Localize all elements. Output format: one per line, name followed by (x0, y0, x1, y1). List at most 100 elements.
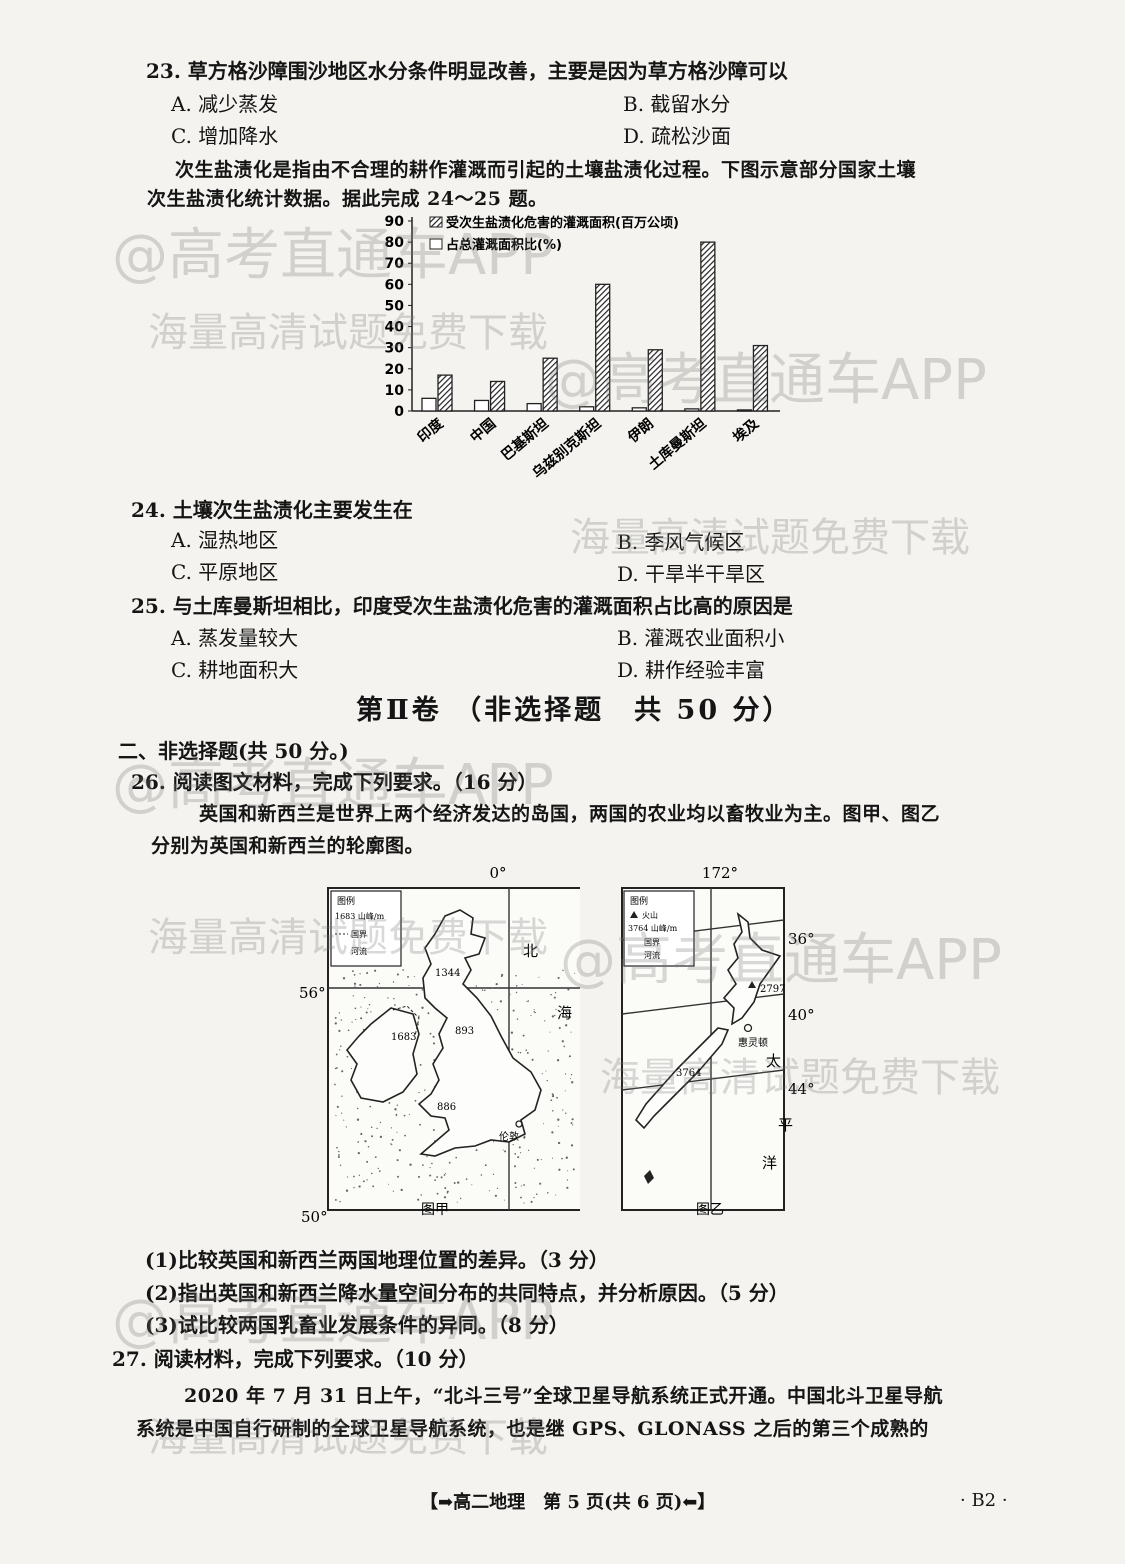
map-nz-legend-border: 国界 (644, 938, 660, 947)
chart-bar-area (647, 349, 663, 412)
map-uk: 0° 56° 50° 图例 1683 山峰/m 国界 河流 1344 1683 … (299, 864, 580, 1226)
q24-option-a: A. 湿热地区 (171, 528, 279, 552)
chart-bar-area (595, 283, 611, 412)
q23-stem: 23. 草方格沙障围沙地区水分条件明显改善，主要是因为草方格沙障可以 (146, 59, 788, 83)
q26-paragraph-line2: 分别为英国和新西兰的轮廓图。 (151, 835, 425, 857)
map-nz-volcano-symbol (748, 981, 756, 988)
map-uk-border-line (392, 1005, 420, 1037)
q26-paragraph-line1: 英国和新西兰是世界上两个经济发达的岛国，两国的农业均以畜牧业为主。图甲、图乙 (199, 803, 941, 825)
map-uk-north-sea-2: 海 (557, 1004, 572, 1022)
chart-bar-area (489, 380, 506, 412)
q23-option-a: A. 减少蒸发 (171, 92, 279, 116)
map-uk-legend-peak: 1683 山峰/m (335, 911, 385, 921)
map-uk-peak-1683: 1683 (391, 1032, 416, 1043)
map-nz-legend-peak: 3764 山峰/m (628, 923, 678, 933)
q27-paragraph-line1: 2020 年 7 月 31 日上午，“北斗三号”全球卫星导航系统正式开通。中国北… (184, 1385, 943, 1407)
q25-stem: 25. 与土库曼斯坦相比，印度受次生盐渍化危害的灌溉面积占比高的原因是 (131, 594, 793, 618)
map-nz-longitude: 172° (702, 864, 738, 882)
chart-legend-label-area: 受次生盐渍化危害的灌溉面积(百万公顷) (446, 215, 679, 231)
chart-bar-area (542, 357, 558, 412)
map-nz-lat-36: 36° (788, 930, 815, 948)
chart-bar-share (684, 408, 700, 412)
map-nz-parallel-44 (621, 1069, 785, 1091)
map-uk-north-sea-1: 北 (523, 942, 538, 960)
map-nz-pacific-2: 平 (778, 1116, 793, 1134)
chart-y-tick-label: 70 (385, 256, 405, 272)
map-nz-wellington-symbol (743, 1023, 753, 1033)
map-nz-lat-44: 44° (788, 1080, 815, 1098)
map-nz-south-island (634, 1027, 730, 1130)
chart-y-tick-label: 20 (385, 362, 405, 378)
chart-bar-share (526, 402, 542, 412)
map-uk-peak-893: 893 (455, 1026, 474, 1037)
q24-option-c: C. 平原地区 (171, 560, 279, 584)
map-nz-lat-40: 40° (788, 1006, 815, 1024)
map-uk-longitude: 0° (489, 864, 506, 882)
chart-bar-area (700, 241, 716, 412)
section-2-heading: 二、非选择题(共 50 分。) (118, 739, 349, 763)
map-nz-legend-volcano: 火山 (642, 910, 658, 920)
chart-bar-share (473, 399, 490, 412)
chart-bar-share (736, 409, 753, 412)
page-footer: 【➡高二地理 第 5 页(共 6 页)⬅】 (420, 1492, 716, 1513)
chart-y-tick-label: 10 (385, 383, 405, 399)
map-uk-london-label: 伦敦 (499, 1130, 519, 1143)
q24-option-b: B. 季风气候区 (617, 530, 745, 554)
map-nz-caption: 图乙 (696, 1202, 724, 1218)
q23-option-c: C. 增加降水 (171, 124, 279, 148)
chart-legend-swatch-share (429, 238, 443, 250)
map-nz-north-island (722, 911, 782, 1026)
chart-category-label: 印度 (414, 414, 447, 446)
q26-sub2: (2)指出英国和新西兰降水量空间分布的共同特点，并分析原因。（5 分） (145, 1281, 789, 1305)
map-nz-stewart-island (644, 1170, 654, 1184)
map-nz-legend-title: 图例 (630, 895, 648, 907)
chart-y-tick-label: 80 (385, 235, 405, 251)
chart-y-tick-label: 30 (385, 341, 405, 357)
chart-bar-area (752, 344, 769, 412)
q25-option-c: C. 耕地面积大 (171, 658, 299, 682)
map-uk-caption: 图甲 (421, 1202, 449, 1218)
map-uk-peak-886: 886 (437, 1102, 456, 1113)
page-code: · B2 · (960, 1490, 1008, 1511)
map-nz: 172° 36° 40° 44° 图例 火山 3764 山峰/m 国界 河流 2… (621, 864, 815, 1218)
q26-sub3: (3)试比较两国乳畜业发展条件的异同。（8 分） (145, 1313, 569, 1337)
chart-bar-share (421, 397, 437, 412)
chart-y-tick-label: 0 (394, 404, 404, 420)
map-uk-london-symbol (515, 1120, 523, 1128)
chart-bar-area (437, 374, 453, 412)
chart-category-label: 中国 (467, 415, 499, 446)
map-uk-legend-border: 国界 (351, 930, 367, 939)
chart-category-label: 埃及 (730, 414, 763, 446)
chart-y-tick-label: 60 (385, 277, 405, 293)
map-nz-legend-river: 河流 (644, 950, 660, 960)
q25-option-d: D. 耕作经验丰富 (617, 658, 766, 682)
q26-sub1: (1)比较英国和新西兰两国地理位置的差异。（3 分） (145, 1248, 609, 1272)
q27-stem: 27. 阅读材料，完成下列要求。（10 分） (112, 1347, 479, 1371)
map-nz-pacific-3: 洋 (762, 1154, 777, 1172)
q25-option-b: B. 灌溉农业面积小 (617, 626, 785, 650)
q26-stem: 26. 阅读图文材料，完成下列要求。（16 分） (131, 770, 538, 794)
intro-paragraph-line2: 次生盐渍化统计数据。据此完成 24～25 题。 (147, 188, 548, 210)
q23-option-b: B. 截留水分 (623, 92, 731, 116)
map-uk-lat-56: 56° (299, 984, 326, 1002)
map-nz-parallel-40 (621, 993, 785, 1015)
chart-bar-share (631, 407, 647, 412)
map-nz-legend (623, 890, 695, 967)
section-2-title: 第Ⅱ卷 （非选择题 共 50 分） (356, 695, 793, 726)
map-uk-legend-title: 图例 (337, 895, 355, 907)
map-nz-peak-2797: 2797 (760, 984, 785, 995)
q23-option-d: D. 疏松沙面 (623, 124, 732, 148)
chart-y-tick-label: 50 (385, 298, 405, 314)
chart-category-label: 巴基斯坦 (498, 415, 552, 464)
map-uk-ireland (345, 1007, 420, 1103)
intro-paragraph-line1: 次生盐渍化是指由不合理的耕作灌溉而引起的土壤盐渍化过程。下图示意部分国家土壤 (175, 159, 917, 181)
chart-bar-share (579, 406, 595, 412)
map-uk-peak-1344: 1344 (435, 968, 460, 979)
q24-option-d: D. 干旱半干旱区 (617, 562, 766, 586)
chart-category-label: 土库曼斯坦 (645, 415, 710, 473)
chart-legend-label-share: 占总灌溉面积比(%) (446, 237, 562, 253)
map-nz-peak-3764: 3764 (676, 1068, 701, 1079)
map-uk-legend (330, 890, 402, 967)
chart-y-tick-label: 40 (385, 320, 405, 336)
map-nz-pacific-1: 太 (766, 1052, 781, 1070)
